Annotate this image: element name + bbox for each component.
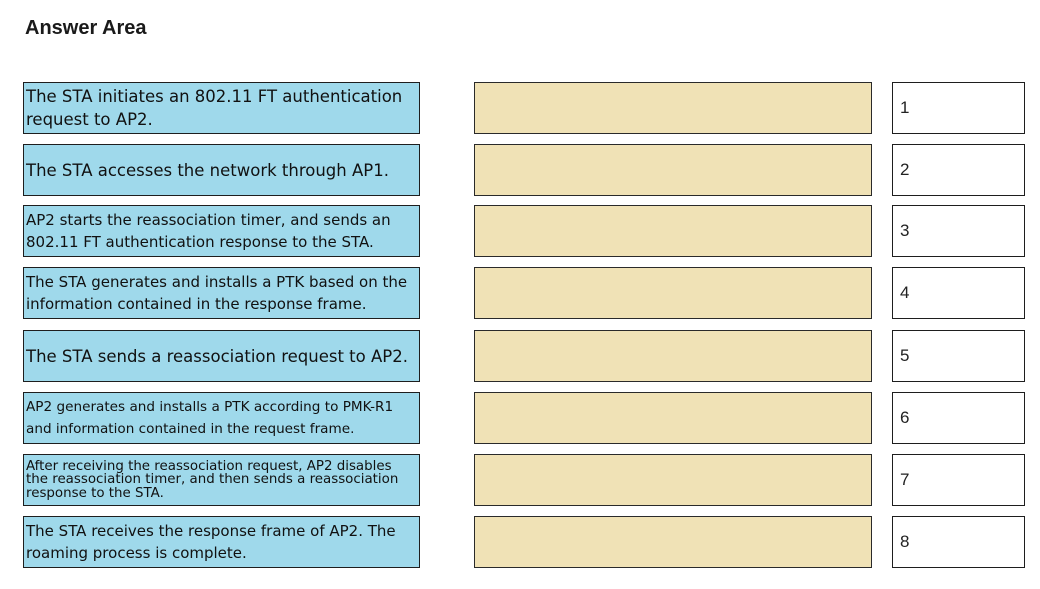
draggable-step-2[interactable]: The STA accesses the network through AP1… [23, 144, 420, 196]
order-number-5: 5 [892, 330, 1025, 382]
order-number-3: 3 [892, 205, 1025, 257]
order-number-2: 2 [892, 144, 1025, 196]
drop-slot-3[interactable] [474, 205, 872, 257]
drop-slot-1[interactable] [474, 82, 872, 134]
answer-row-7: After receiving the reassociation reques… [0, 454, 1040, 508]
draggable-step-3[interactable]: AP2 starts the reassociation timer, and … [23, 205, 420, 257]
answer-area-title: Answer Area [25, 17, 147, 39]
order-number-4: 4 [892, 267, 1025, 319]
answer-row-6: AP2 generates and installs a PTK accordi… [0, 392, 1040, 446]
order-number-8: 8 [892, 516, 1025, 568]
order-number-1: 1 [892, 82, 1025, 134]
answer-row-4: The STA generates and installs a PTK bas… [0, 267, 1040, 321]
drop-slot-7[interactable] [474, 454, 872, 506]
answer-row-2: The STA accesses the network through AP1… [0, 144, 1040, 198]
draggable-step-8[interactable]: The STA receives the response frame of A… [23, 516, 420, 568]
draggable-step-1[interactable]: The STA initiates an 802.11 FT authentic… [23, 82, 420, 134]
answer-row-1: The STA initiates an 802.11 FT authentic… [0, 82, 1040, 136]
drop-slot-6[interactable] [474, 392, 872, 444]
order-number-6: 6 [892, 392, 1025, 444]
answer-row-3: AP2 starts the reassociation timer, and … [0, 205, 1040, 259]
drop-slot-5[interactable] [474, 330, 872, 382]
drop-slot-8[interactable] [474, 516, 872, 568]
draggable-step-6[interactable]: AP2 generates and installs a PTK accordi… [23, 392, 420, 444]
drop-slot-4[interactable] [474, 267, 872, 319]
draggable-step-4[interactable]: The STA generates and installs a PTK bas… [23, 267, 420, 319]
answer-row-8: The STA receives the response frame of A… [0, 516, 1040, 570]
draggable-step-5[interactable]: The STA sends a reassociation request to… [23, 330, 420, 382]
draggable-step-7[interactable]: After receiving the reassociation reques… [23, 454, 420, 506]
answer-row-5: The STA sends a reassociation request to… [0, 330, 1040, 384]
order-number-7: 7 [892, 454, 1025, 506]
drop-slot-2[interactable] [474, 144, 872, 196]
